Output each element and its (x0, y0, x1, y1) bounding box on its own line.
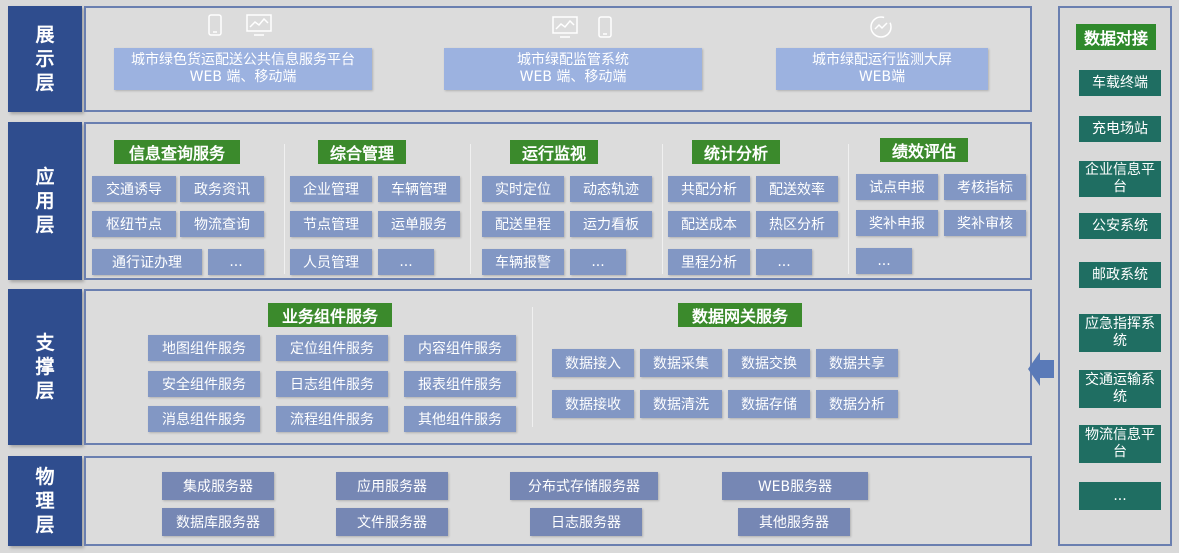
arrow-left-icon (1028, 352, 1054, 386)
server-item: 分布式存储服务器 (510, 472, 658, 500)
monitor-icon (246, 14, 272, 36)
business-component-title: 业务组件服务 (268, 303, 392, 327)
docking-item: 充电场站 (1079, 116, 1161, 142)
app-item: 交通诱导 (92, 176, 176, 202)
group-title-monitoring: 运行监视 (510, 140, 598, 164)
component-item: 内容组件服务 (404, 335, 516, 361)
app-item: 运单服务 (378, 211, 460, 237)
app-item: 热区分析 (756, 211, 838, 237)
docking-item: 交通运输系统 (1079, 370, 1161, 408)
app-item: 配送成本 (668, 211, 750, 237)
docking-item: 企业信息平台 (1079, 161, 1161, 197)
layer-label-physical: 物理层 (8, 456, 82, 546)
component-item: 安全组件服务 (148, 371, 260, 397)
docking-item: 公安系统 (1079, 213, 1161, 239)
group-title-management: 综合管理 (318, 140, 406, 164)
component-item: 报表组件服务 (404, 371, 516, 397)
phone-icon (208, 14, 222, 36)
app-item: 运力看板 (570, 211, 652, 237)
server-item: 集成服务器 (162, 472, 274, 500)
data-gateway-title: 数据网关服务 (678, 303, 802, 327)
support-panel: 业务组件服务 地图组件服务 定位组件服务 内容组件服务 安全组件服务 日志组件服… (84, 289, 1032, 445)
app-item: 试点申报 (856, 174, 938, 200)
app-item: 实时定位 (482, 176, 564, 202)
app-item: 企业管理 (290, 176, 372, 202)
gateway-item: 数据共享 (816, 349, 898, 377)
server-item: WEB服务器 (722, 472, 868, 500)
app-item-more: ... (570, 249, 626, 275)
app-item: 车辆管理 (378, 176, 460, 202)
app-item-more: ... (856, 248, 912, 274)
gateway-item: 数据采集 (640, 349, 722, 377)
app-item: 奖补申报 (856, 210, 938, 236)
component-item: 地图组件服务 (148, 335, 260, 361)
component-item: 定位组件服务 (276, 335, 388, 361)
component-item: 消息组件服务 (148, 406, 260, 432)
group-title-statistics: 统计分析 (692, 140, 780, 164)
app-item: 物流查询 (180, 211, 264, 237)
docking-item: 邮政系统 (1079, 262, 1161, 288)
app-item: 车辆报警 (482, 249, 564, 275)
gateway-item: 数据交换 (728, 349, 810, 377)
app-item-more: ... (378, 249, 434, 275)
app-item: 动态轨迹 (570, 176, 652, 202)
monitor-icon (552, 16, 578, 38)
component-item: 日志组件服务 (276, 371, 388, 397)
server-item: 文件服务器 (336, 508, 448, 536)
server-item: 日志服务器 (530, 508, 642, 536)
gateway-item: 数据清洗 (640, 390, 722, 418)
app-item: 枢纽节点 (92, 211, 176, 237)
app-item: 配送效率 (756, 176, 838, 202)
application-panel: 信息查询服务 交通诱导 政务资讯 枢纽节点 物流查询 通行证办理 ... 综合管… (84, 122, 1032, 280)
docking-item: 物流信息平台 (1079, 425, 1161, 463)
gateway-item: 数据接入 (552, 349, 634, 377)
gateway-item: 数据接收 (552, 390, 634, 418)
docking-item: 车载终端 (1079, 70, 1161, 96)
group-title-info-query: 信息查询服务 (114, 140, 240, 164)
layer-label-support: 支撑层 (8, 289, 82, 445)
physical-panel: 集成服务器 应用服务器 分布式存储服务器 WEB服务器 数据库服务器 文件服务器… (84, 456, 1032, 546)
layer-label-display: 展示层 (8, 6, 82, 112)
data-docking-title: 数据对接 (1076, 24, 1156, 50)
app-item-more: ... (756, 249, 812, 275)
app-item: 里程分析 (668, 249, 750, 275)
data-docking-panel: 数据对接 车载终端 充电场站 企业信息平台 公安系统 邮政系统 应急指挥系统 交… (1058, 6, 1172, 546)
app-item: 奖补审核 (944, 210, 1026, 236)
app-item-more: ... (208, 249, 264, 275)
component-item: 其他组件服务 (404, 406, 516, 432)
app-item: 考核指标 (944, 174, 1026, 200)
layer-label-application: 应用层 (8, 122, 82, 280)
server-item: 其他服务器 (738, 508, 850, 536)
refresh-chart-icon (870, 16, 892, 38)
docking-item-more: ... (1079, 482, 1161, 510)
docking-item: 应急指挥系统 (1079, 314, 1161, 352)
group-title-performance: 绩效评估 (880, 138, 968, 162)
app-item: 人员管理 (290, 249, 372, 275)
server-item: 数据库服务器 (162, 508, 274, 536)
gateway-item: 数据分析 (816, 390, 898, 418)
app-item: 共配分析 (668, 176, 750, 202)
app-item: 政务资讯 (180, 176, 264, 202)
gateway-item: 数据存储 (728, 390, 810, 418)
app-item: 配送里程 (482, 211, 564, 237)
app-item: 节点管理 (290, 211, 372, 237)
phone-icon (598, 16, 612, 38)
server-item: 应用服务器 (336, 472, 448, 500)
app-item: 通行证办理 (92, 249, 202, 275)
component-item: 流程组件服务 (276, 406, 388, 432)
